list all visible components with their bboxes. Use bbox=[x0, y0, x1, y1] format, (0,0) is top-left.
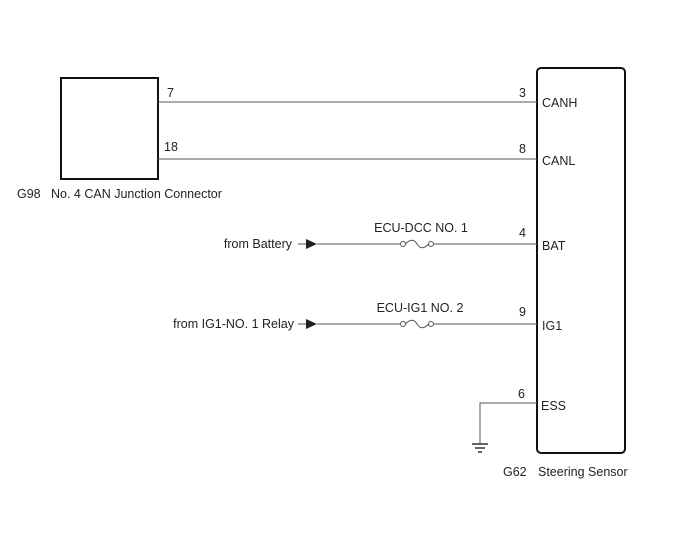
ig1-signal-label: IG1 bbox=[542, 319, 562, 333]
sensor-code: G62 bbox=[503, 465, 527, 479]
fuse-icon bbox=[400, 319, 434, 329]
ig1-fuse-label: ECU-IG1 NO. 2 bbox=[377, 301, 464, 315]
ig1-relay-source-label: from IG1-NO. 1 Relay bbox=[173, 317, 295, 331]
bat-signal-label: BAT bbox=[542, 239, 566, 253]
ig1-arrow-icon bbox=[306, 319, 317, 329]
canl-signal-label: CANL bbox=[542, 154, 575, 168]
ess-signal-label: ESS bbox=[541, 399, 566, 413]
steering-sensor-box bbox=[536, 67, 626, 454]
bat-sensor-pin: 4 bbox=[519, 226, 526, 240]
ig1-sensor-pin: 9 bbox=[519, 305, 526, 319]
bat-fuse-label: ECU-DCC NO. 1 bbox=[374, 221, 468, 235]
connector-code: G98 bbox=[17, 187, 41, 201]
canh-sensor-pin: 3 bbox=[519, 86, 526, 100]
ess-sensor-pin: 6 bbox=[518, 387, 525, 401]
canh-signal-label: CANH bbox=[542, 96, 577, 110]
connector-name: No. 4 CAN Junction Connector bbox=[51, 187, 222, 201]
can-junction-connector-box bbox=[60, 77, 159, 180]
battery-source-label: from Battery bbox=[224, 237, 293, 251]
ground-icon bbox=[472, 443, 488, 453]
battery-arrow-icon bbox=[306, 239, 317, 249]
sensor-name: Steering Sensor bbox=[538, 465, 628, 479]
canh-connector-pin: 7 bbox=[167, 86, 174, 100]
fuse-icon bbox=[400, 239, 434, 249]
canl-connector-pin: 18 bbox=[164, 140, 178, 154]
ground-wire bbox=[479, 402, 537, 444]
canl-sensor-pin: 8 bbox=[519, 142, 526, 156]
